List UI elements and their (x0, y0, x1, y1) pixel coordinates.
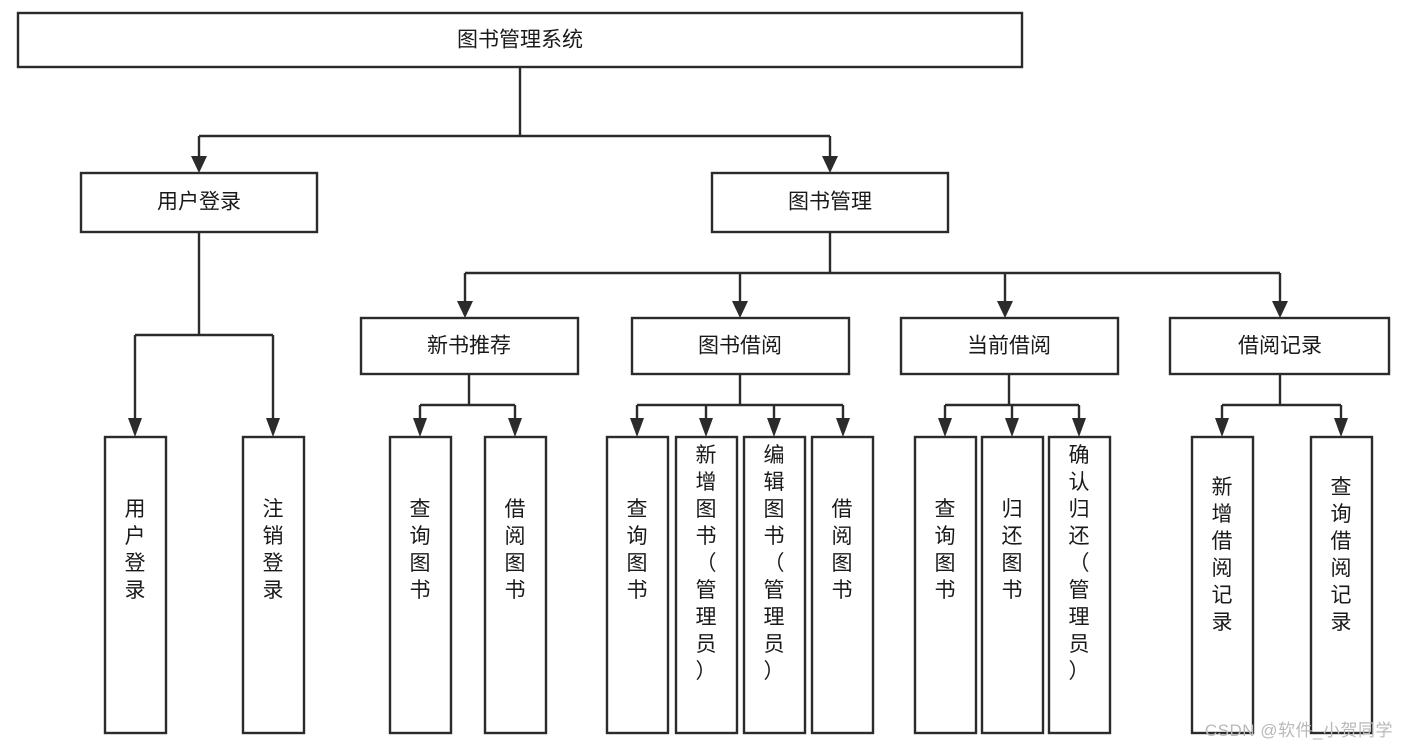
leaf-node-borrow-book-new-box[interactable] (483, 435, 548, 735)
leaf-node-query-book-current[interactable]: 查询图书 (913, 435, 978, 735)
node-borrowing-record[interactable]: 借阅记录 (1168, 316, 1391, 376)
node-new-book-recommendation[interactable]: 新书推荐 (359, 316, 580, 376)
leaf-node-logout-box[interactable] (241, 435, 306, 735)
leaf-node-return-book-box[interactable] (980, 435, 1045, 735)
node-book-borrowing[interactable]: 图书借阅 (630, 316, 851, 376)
arrow-user-login-leaf-2 (266, 418, 280, 437)
node-user-login-label: 用户登录 (157, 191, 241, 214)
leaf-node-add-book-admin-label: 新增图书（管理员） (696, 444, 717, 683)
arrow-new-book-leaf-1 (413, 418, 427, 437)
node-book-management-label: 图书管理 (788, 191, 872, 214)
node-root-box[interactable] (16, 11, 1024, 69)
leaf-node-borrow-book-label: 借阅图书 (832, 498, 853, 602)
arrow-current-leaf-1 (938, 418, 952, 437)
arrow-book-mgmt-to-current (997, 301, 1013, 318)
leaf-node-user-login-label: 用户登录 (125, 498, 146, 602)
leaf-node-borrow-book-box[interactable] (810, 435, 875, 735)
arrow-borrow-leaf-3 (767, 418, 781, 437)
node-new-book-recommendation-box[interactable] (359, 316, 580, 376)
leaf-node-logout-label: 注销登录 (263, 498, 284, 602)
leaf-node-user-login-box[interactable] (103, 435, 168, 735)
leaf-node-query-book-new-label: 查询图书 (410, 498, 431, 602)
leaf-node-query-book-borrow[interactable]: 查询图书 (605, 435, 670, 735)
node-current-borrowing-label: 当前借阅 (967, 335, 1051, 358)
leaf-node-return-book-label: 归还图书 (1002, 498, 1023, 602)
node-user-login[interactable]: 用户登录 (79, 171, 319, 234)
arrow-root-to-user-login (191, 156, 207, 173)
node-book-borrowing-box[interactable] (630, 316, 851, 376)
arrow-book-mgmt-to-new-book (457, 301, 473, 318)
arrow-book-mgmt-to-record (1272, 301, 1288, 318)
leaf-node-query-book-borrow-label: 查询图书 (627, 498, 648, 602)
leaf-node-query-book-current-box[interactable] (913, 435, 978, 735)
leaf-node-borrow-book-new-label: 借阅图书 (505, 498, 526, 602)
leaf-node-query-book-current-label: 查询图书 (935, 498, 956, 602)
leaf-node-edit-book-admin[interactable]: 编辑图书（管理员） (742, 435, 807, 735)
leaf-node-return-book[interactable]: 归还图书 (980, 435, 1045, 735)
leaf-node-add-borrow-record[interactable]: 新增借阅记录 (1190, 435, 1255, 735)
node-current-borrowing-box[interactable] (899, 316, 1120, 376)
arrow-new-book-leaf-2 (508, 418, 522, 437)
node-user-login-box[interactable] (79, 171, 319, 234)
leaf-node-query-book-borrow-box[interactable] (605, 435, 670, 735)
leaf-node-add-borrow-record-label: 新增借阅记录 (1212, 476, 1233, 634)
arrow-root-to-book-mgmt (822, 156, 838, 173)
arrow-borrow-leaf-2 (699, 418, 713, 437)
leaf-node-query-borrow-record-box[interactable] (1309, 435, 1374, 735)
arrow-book-mgmt-to-borrow (732, 301, 748, 318)
leaf-node-query-borrow-record[interactable]: 查询借阅记录 (1309, 435, 1374, 735)
leaf-node-borrow-book[interactable]: 借阅图书 (810, 435, 875, 735)
leaf-node-edit-book-admin-label: 编辑图书（管理员） (764, 444, 785, 683)
leaf-node-query-borrow-record-label: 查询借阅记录 (1331, 476, 1352, 634)
node-root-book-management-system[interactable]: 图书管理系统 (16, 11, 1024, 69)
node-root-label: 图书管理系统 (457, 29, 583, 52)
arrow-current-leaf-2 (1005, 418, 1019, 437)
connector-layer (128, 67, 1348, 437)
leaf-node-query-book-new[interactable]: 查询图书 (388, 435, 453, 735)
node-new-book-recommendation-label: 新书推荐 (427, 335, 511, 358)
leaf-node-edit-book-admin-box[interactable] (742, 435, 807, 735)
node-borrowing-record-box[interactable] (1168, 316, 1391, 376)
node-borrowing-record-label: 借阅记录 (1238, 335, 1322, 358)
leaf-node-confirm-return-admin-box[interactable] (1047, 435, 1112, 735)
arrow-current-leaf-3 (1072, 418, 1086, 437)
node-book-borrowing-label: 图书借阅 (698, 335, 782, 358)
leaf-node-confirm-return-admin[interactable]: 确认归还（管理员） (1047, 435, 1112, 735)
leaf-node-query-book-new-box[interactable] (388, 435, 453, 735)
arrow-record-leaf-1 (1215, 418, 1229, 437)
leaf-node-add-book-admin-box[interactable] (674, 435, 739, 735)
arrow-user-login-leaf-1 (128, 418, 142, 437)
arrow-record-leaf-2 (1334, 418, 1348, 437)
leaf-node-borrow-book-new[interactable]: 借阅图书 (483, 435, 548, 735)
leaf-node-add-book-admin[interactable]: 新增图书（管理员） (674, 435, 739, 735)
leaf-node-add-borrow-record-box[interactable] (1190, 435, 1255, 735)
leaf-node-user-login[interactable]: 用户登录 (103, 435, 168, 735)
node-current-borrowing[interactable]: 当前借阅 (899, 316, 1120, 376)
arrow-borrow-leaf-4 (836, 418, 850, 437)
node-book-management[interactable]: 图书管理 (710, 171, 950, 234)
arrow-borrow-leaf-1 (630, 418, 644, 437)
leaf-node-confirm-return-admin-label: 确认归还（管理员） (1069, 444, 1090, 683)
node-book-management-box[interactable] (710, 171, 950, 234)
leaf-node-logout[interactable]: 注销登录 (241, 435, 306, 735)
